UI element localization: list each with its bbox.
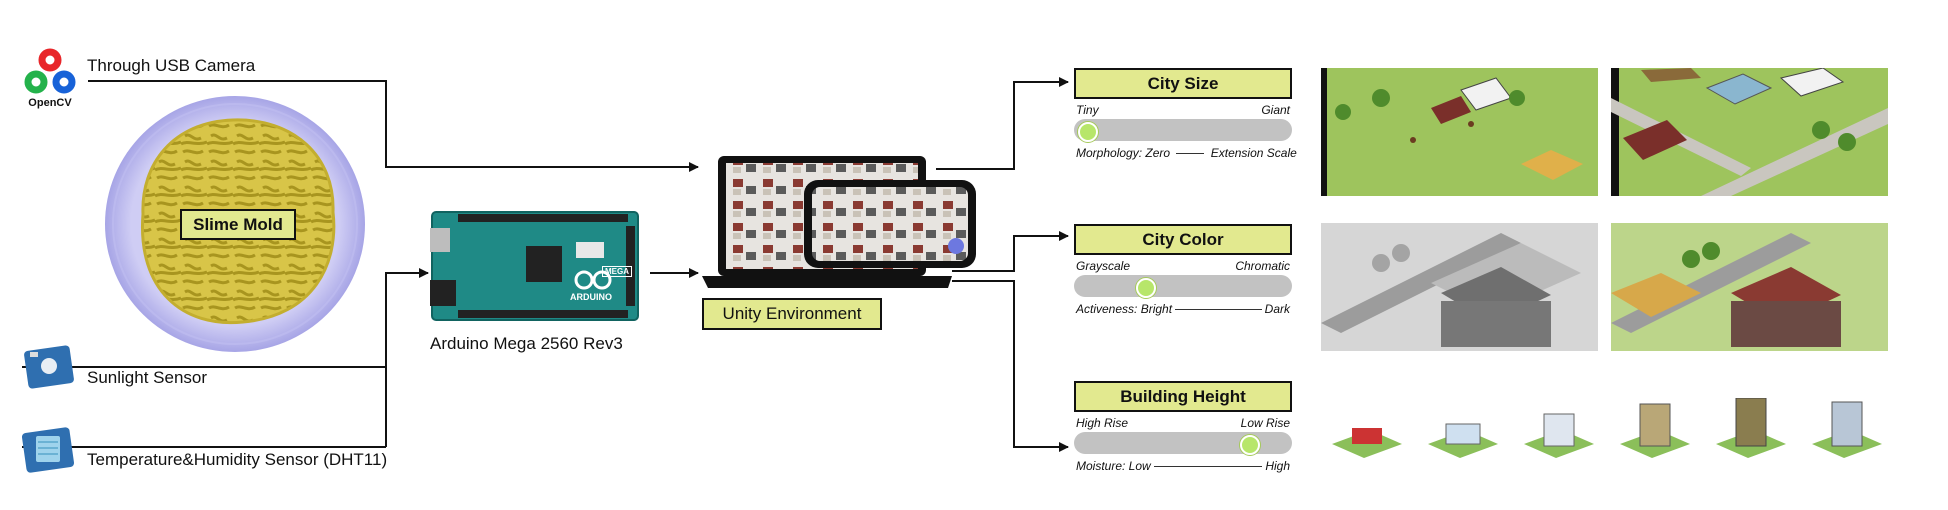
camera-to-unity-arrow xyxy=(88,80,699,172)
unity-to-city-color-arrow xyxy=(952,231,1069,272)
city-size-caption-right: Extension Scale xyxy=(1210,146,1297,160)
building-4 xyxy=(1620,403,1690,458)
city-color-slider-knob[interactable] xyxy=(1136,278,1156,298)
opencv-label: OpenCV xyxy=(28,97,72,109)
unity-to-building-height-arrow xyxy=(952,280,1069,452)
arduino-board-model: MEGA xyxy=(602,266,632,277)
building-height-caption: Moisture: Low High xyxy=(1076,459,1290,473)
unity-device-image xyxy=(700,154,976,296)
city-size-max-label: Giant xyxy=(1261,103,1290,117)
unity-environment-label: Unity Environment xyxy=(702,298,882,330)
building-height-max-label: Low Rise xyxy=(1240,416,1290,430)
arduino-label: Arduino Mega 2560 Rev3 xyxy=(430,334,623,353)
sunlight-sensor-label: Sunlight Sensor xyxy=(87,368,208,387)
city-size-caption-left: Morphology: Zero xyxy=(1076,146,1171,160)
opencv-logo-icon xyxy=(24,48,76,94)
city-color-caption-line xyxy=(1175,308,1262,310)
building-height-slider-knob[interactable] xyxy=(1240,435,1260,455)
sunlight-sensor-image xyxy=(20,340,78,392)
temperature-sensor-image xyxy=(20,424,78,476)
city-size-caption-line xyxy=(1176,153,1205,155)
slime-mold-label: Slime Mold xyxy=(180,209,296,240)
building-2 xyxy=(1428,423,1498,458)
city-color-caption-right: Dark xyxy=(1264,302,1290,316)
building-height-row xyxy=(1330,397,1890,462)
building-6 xyxy=(1812,401,1882,458)
arduino-board-image: ARDUINO MEGA xyxy=(430,210,640,322)
city-size-large-thumbnail xyxy=(1611,68,1888,196)
building-height-slider[interactable] xyxy=(1074,432,1292,455)
city-color-max-label: Chromatic xyxy=(1235,259,1290,273)
city-size-panel: City Size Tiny Giant Morphology: Zero Ex… xyxy=(1074,68,1297,164)
city-size-caption: Morphology: Zero Extension Scale xyxy=(1076,146,1297,160)
city-color-caption: Activeness: Bright Dark xyxy=(1076,302,1290,316)
building-3 xyxy=(1524,413,1594,458)
sensors-to-arduino-arrow xyxy=(385,268,429,447)
arduino-board-text: ARDUINO xyxy=(570,292,612,302)
city-size-slider[interactable] xyxy=(1074,119,1292,142)
city-color-panel: City Color Grayscale Chromatic Activenes… xyxy=(1074,224,1292,320)
city-size-min-label: Tiny xyxy=(1076,103,1099,117)
city-size-small-thumbnail xyxy=(1321,68,1598,196)
city-color-min-label: Grayscale xyxy=(1076,259,1131,273)
city-color-chromatic-thumbnail xyxy=(1611,223,1888,351)
city-color-slider[interactable] xyxy=(1074,275,1292,298)
camera-label: Through USB Camera xyxy=(87,56,256,75)
city-color-grayscale-thumbnail xyxy=(1321,223,1598,351)
building-5 xyxy=(1716,397,1786,458)
temperature-sensor-label: Temperature&Humidity Sensor (DHT11) xyxy=(87,450,388,469)
building-height-caption-right: High xyxy=(1265,459,1290,473)
city-size-slider-knob[interactable] xyxy=(1078,122,1098,142)
city-color-caption-left: Activeness: Bright xyxy=(1076,302,1173,316)
building-height-min-label: High Rise xyxy=(1076,416,1129,430)
unity-to-city-size-arrow xyxy=(936,77,1069,170)
city-color-title: City Color xyxy=(1074,224,1292,255)
building-height-title: Building Height xyxy=(1074,381,1292,412)
building-height-caption-line xyxy=(1153,465,1263,467)
building-height-panel: Building Height High Rise Low Rise Moist… xyxy=(1074,381,1292,477)
slime-mold-dish: Slime Mold xyxy=(103,94,367,354)
opencv-logo: OpenCV xyxy=(22,48,78,109)
building-height-caption-left: Moisture: Low xyxy=(1076,459,1151,473)
city-size-title: City Size xyxy=(1074,68,1292,99)
building-1 xyxy=(1332,428,1402,458)
